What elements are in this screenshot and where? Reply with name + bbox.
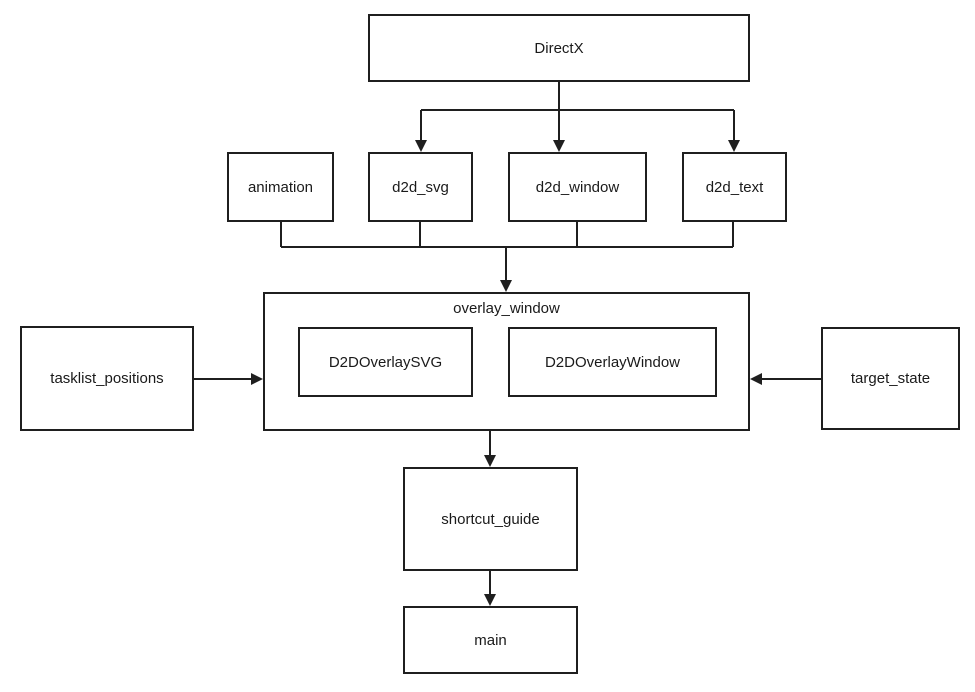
node-directx: DirectX: [368, 14, 750, 82]
arrowhead-overlay-left: [251, 373, 263, 385]
arrowhead-overlay-right: [750, 373, 762, 385]
node-main: main: [403, 606, 578, 674]
node-d2d-svg: d2d_svg: [368, 152, 473, 222]
node-target-state: target_state: [821, 327, 960, 430]
arrowhead-d2dsvg: [415, 140, 427, 152]
node-d2doverlaywindow: D2DOverlayWindow: [508, 327, 717, 397]
node-d2doverlaysvg: D2DOverlaySVG: [298, 327, 473, 397]
node-d2d-window: d2d_window: [508, 152, 647, 222]
arrowhead-main: [484, 594, 496, 606]
arrowhead-d2dwindow: [553, 140, 565, 152]
arrowhead-d2dtext: [728, 140, 740, 152]
arrowhead-overlay-top: [500, 280, 512, 292]
node-animation: animation: [227, 152, 334, 222]
node-tasklist-positions: tasklist_positions: [20, 326, 194, 431]
node-d2d-text: d2d_text: [682, 152, 787, 222]
node-shortcut-guide: shortcut_guide: [403, 467, 578, 571]
arrowhead-shortcut: [484, 455, 496, 467]
